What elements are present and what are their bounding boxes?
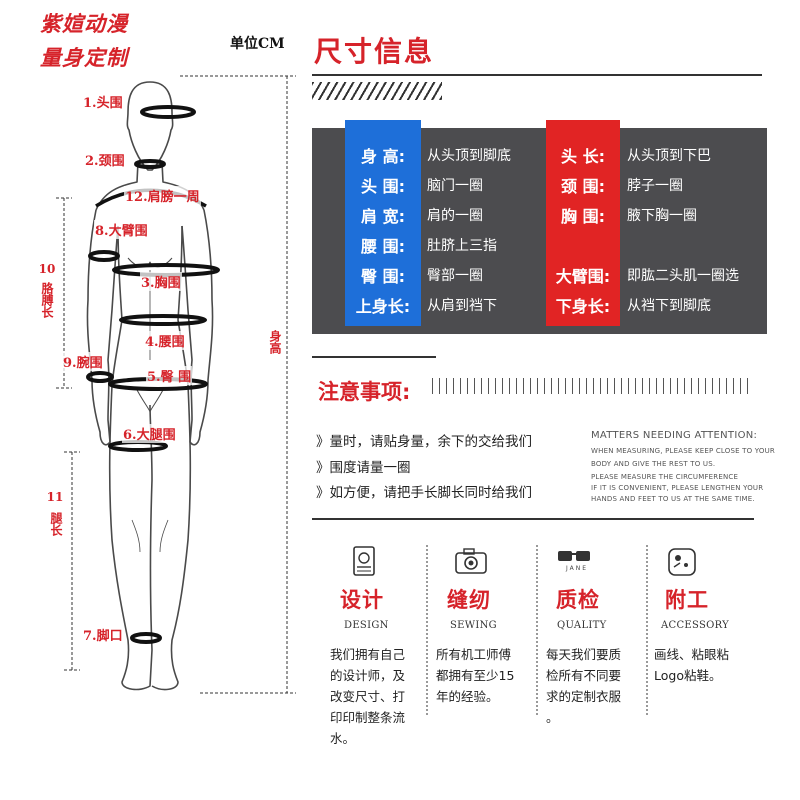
left-label-bar (345, 120, 421, 326)
feature-desc-line: 所有机工师傅 (436, 647, 512, 662)
size-left-label: 腰 围: (361, 237, 405, 256)
size-info-title: 尺寸信息 (314, 35, 435, 68)
label-head: 1.头围 (82, 92, 124, 111)
size-left-label: 身 高: (361, 147, 405, 166)
label-neck: 2.颈围 (84, 150, 126, 169)
size-right-desc: 腋下胸一圈 (627, 208, 697, 224)
size-left-desc: 臀部一圈 (427, 268, 483, 284)
feature-en-accessory: ACCESSORY (661, 620, 730, 631)
feature-desc-line: 画线、粘眼粘 (654, 647, 730, 662)
label-chest: 3.胸围 (140, 272, 182, 291)
feature-desc-line: 检所有不同要 (546, 668, 622, 683)
size-left-label: 臀 围: (361, 267, 405, 286)
notice-divider-bottom (312, 518, 754, 520)
notice-divider-top (312, 356, 436, 358)
notice-english-line: WHEN MEASURING, PLEASE KEEP CLOSE TO YOU… (591, 447, 775, 455)
glasses-caption: JANE (566, 565, 589, 572)
size-right-desc: 从裆下到脚底 (627, 298, 711, 314)
notice-item: 》量时，请贴身量，余下的交给我们 (316, 434, 532, 450)
size-right-desc: 即肱二头肌一圈选 (627, 268, 739, 284)
label-arm-length-number: 10 (38, 262, 56, 276)
feature-desc-line: 改变尺寸、打 (330, 689, 406, 704)
feature-separator (646, 545, 648, 715)
feature-title-design: 设计 (340, 588, 384, 612)
size-left-desc: 肚脐上三指 (427, 238, 497, 254)
feature-desc-design: 我们拥有自己的设计师，及改变尺寸、打印印制整条流水。 (330, 644, 405, 749)
feature-desc-sewing: 所有机工师傅都拥有至少15 年的经验。 (436, 644, 514, 707)
size-right-label: 大臂围: (555, 267, 611, 286)
phone-icon (668, 548, 696, 576)
glasses-icon (558, 551, 590, 561)
size-left-desc: 从头顶到脚底 (427, 148, 511, 164)
label-hip: 5.臀 围 (146, 366, 193, 385)
label-waist: 4.腰围 (144, 331, 186, 350)
notice-english-line: IF IT IS CONVENIENT, PLEASE LENGTHEN YOU… (591, 484, 764, 492)
label-leg-length-number: 11 (46, 490, 64, 504)
feature-separator (536, 545, 538, 715)
brand-slogan: 量身定制 (40, 46, 128, 70)
feature-desc-quality: 每天我们要质检所有不同要求的定制衣服。 (546, 644, 621, 728)
body-figure-diagram (56, 75, 296, 694)
label-ankle: 7.脚口 (82, 625, 124, 644)
notice-english-title: MATTERS NEEDING ATTENTION: (591, 430, 758, 441)
label-height: 身高 (268, 330, 282, 354)
size-right-desc: 从头顶到下巴 (627, 148, 711, 164)
feature-desc-line: 。 (546, 710, 559, 725)
feature-desc-line: 水。 (330, 731, 356, 746)
notice-english-line: PLEASE MEASURE THE CIRCUMFERENCE (591, 473, 739, 481)
feature-desc-line: 的设计师，及 (330, 668, 406, 683)
label-arm-length: 胳膊长 (40, 282, 54, 318)
size-left-desc: 肩的一圈 (427, 208, 483, 224)
feature-desc-accessory: 画线、粘眼粘 Logo粘鞋。 (654, 644, 729, 686)
notice-decorative-hatch (432, 378, 754, 394)
feature-title-sewing: 缝纫 (447, 588, 491, 612)
size-right-desc: 脖子一圈 (627, 178, 683, 194)
passport-icon (353, 546, 375, 576)
feature-separator (426, 545, 428, 715)
size-left-desc: 从肩到裆下 (427, 298, 497, 314)
label-upper-arm: 8.大臂围 (94, 220, 149, 239)
feature-desc-line: 我们拥有自己 (330, 647, 406, 662)
label-wrist: 9.腕围 (62, 352, 104, 371)
feature-en-quality: QUALITY (557, 620, 607, 631)
notice-item: 》围度请量一圈 (316, 460, 411, 476)
feature-desc-line: 每天我们要质 (546, 647, 622, 662)
feature-en-design: DESIGN (344, 620, 389, 631)
size-right-label: 头 长: (561, 147, 605, 166)
feature-desc-line: 求的定制衣服 (546, 689, 622, 704)
camera-icon (455, 548, 487, 574)
feature-desc-line: 都拥有至少15 (436, 668, 515, 683)
feature-title-quality: 质检 (556, 588, 600, 612)
feature-title-accessory: 附工 (665, 588, 709, 612)
label-shoulder: 12.肩膀一周 (124, 186, 201, 205)
size-left-desc: 脑门一圈 (427, 178, 483, 194)
size-left-label: 肩 宽: (361, 207, 405, 226)
right-label-bar (546, 120, 620, 326)
feature-desc-line: Logo粘鞋。 (654, 668, 722, 683)
dimension-lines (56, 75, 296, 694)
label-thigh: 6.大腿围 (122, 424, 177, 443)
feature-desc-line: 年的经验。 (436, 689, 499, 704)
brand-name: 紫媗动漫 (40, 12, 128, 36)
size-right-label: 颈 围: (561, 177, 605, 196)
notice-english-line: HANDS AND FEET TO US AT THE SAME TIME. (591, 495, 755, 503)
unit-label: 单位CM (230, 36, 285, 52)
size-left-label: 头 围: (361, 177, 405, 196)
size-left-label: 上身长: (355, 297, 411, 316)
feature-en-sewing: SEWING (450, 620, 497, 631)
size-right-label: 下身长: (555, 297, 611, 316)
label-leg-length: 腿长 (49, 512, 63, 536)
feature-desc-line: 印印制整条流 (330, 710, 406, 725)
title-divider (312, 74, 762, 76)
notice-title: 注意事项: (318, 380, 411, 404)
decorative-hatch (312, 82, 442, 100)
size-right-label: 胸 围: (561, 207, 605, 226)
notice-english-line: BODY AND GIVE THE REST TO US. (591, 460, 716, 468)
notice-item: 》如方便，请把手长脚长同时给我们 (316, 485, 532, 501)
